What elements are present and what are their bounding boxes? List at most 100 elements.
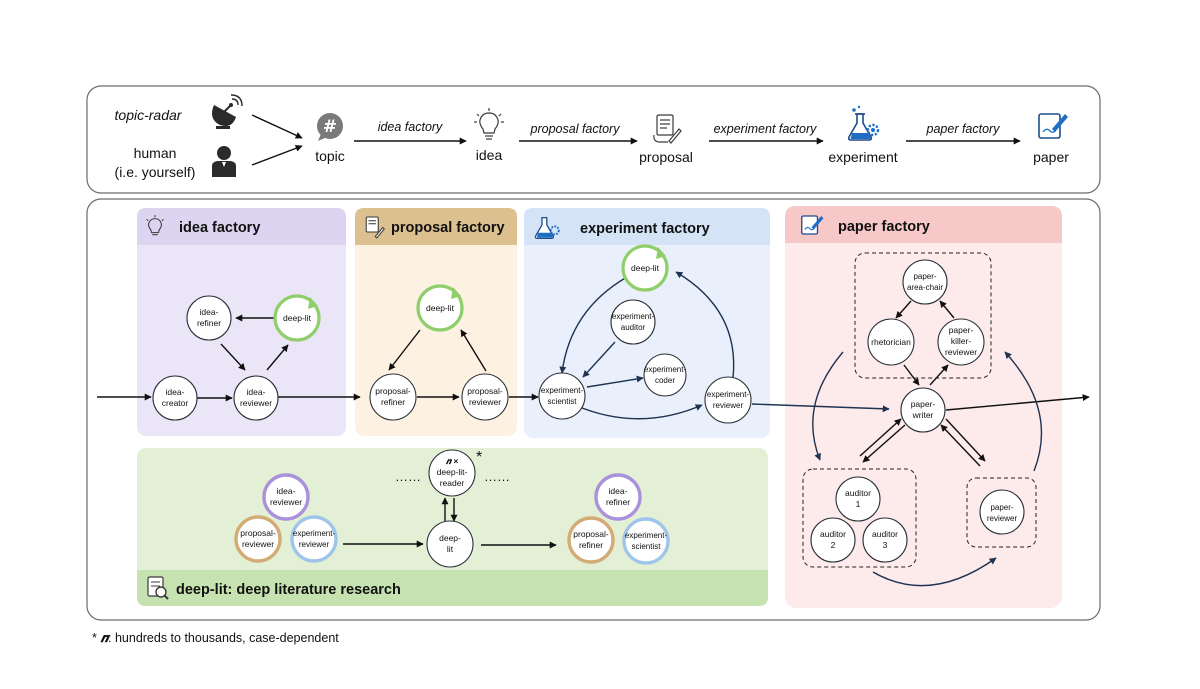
edge-radar-topic xyxy=(251,114,303,139)
svg-text:deep-lit-: deep-lit- xyxy=(437,467,468,477)
svg-text:area-chair: area-chair xyxy=(907,283,943,292)
node-paper-killer-reviewer: paper- killer- reviewer xyxy=(937,318,985,366)
node-dl-experiment-scientist: experiment- scientist xyxy=(622,517,670,565)
svg-text:refiner: refiner xyxy=(606,497,630,507)
svg-text:𝒏 ×: 𝒏 × xyxy=(446,456,459,466)
svg-text:experiment-: experiment- xyxy=(707,390,750,399)
node-proposal-refiner: proposal- refiner xyxy=(369,373,417,421)
node-dl-idea-reviewer: idea- reviewer xyxy=(262,473,310,521)
reader-ellipsis-right: …… xyxy=(484,469,510,484)
svg-text:experiment-: experiment- xyxy=(625,531,668,540)
paper-pen-icon xyxy=(801,215,824,235)
stage-paper: paper xyxy=(1033,149,1069,165)
svg-text:paper-: paper- xyxy=(990,503,1013,512)
svg-text:experiment-: experiment- xyxy=(293,529,336,538)
svg-text:refiner: refiner xyxy=(579,540,603,550)
svg-text:experiment-: experiment- xyxy=(541,386,584,395)
node-idea-refiner: idea- refiner xyxy=(186,295,232,341)
node-dl-proposal-refiner: proposal- refiner xyxy=(567,516,615,564)
person-icon xyxy=(212,146,236,177)
svg-text:idea-: idea- xyxy=(609,486,628,496)
svg-text:auditor: auditor xyxy=(845,488,871,498)
experiment-factory-title: experiment factory xyxy=(580,221,710,237)
svg-text:*: * xyxy=(476,449,482,466)
edge-proposal-reviewer-deeplit xyxy=(460,329,487,372)
pipeline-label-paper-factory: paper factory xyxy=(926,122,1001,136)
edge-exp-scientist-reviewer xyxy=(576,404,703,420)
stage-proposal: proposal xyxy=(639,149,693,165)
edge-auditors-reviewer xyxy=(872,557,997,587)
edge-writer-auditors xyxy=(862,424,906,463)
reader-ellipsis-left: …… xyxy=(395,469,421,484)
footnote: * 𝒏: hundreds to thousands, case-depende… xyxy=(92,631,339,645)
svg-text:reviewer: reviewer xyxy=(242,539,274,549)
node-idea-reviewer: idea- reviewer xyxy=(233,375,279,421)
svg-text:proposal-: proposal- xyxy=(240,528,276,538)
node-dl-proposal-reviewer: proposal- reviewer xyxy=(234,515,282,563)
node-paper-area-chair: paper- area-chair xyxy=(902,259,948,305)
svg-text:auditor: auditor xyxy=(872,529,898,539)
hashtag-bubble-icon: # xyxy=(317,113,343,141)
svg-text:deep-: deep- xyxy=(439,533,461,543)
svg-text:1: 1 xyxy=(856,499,861,509)
topic-radar-label: topic-radar xyxy=(115,107,183,123)
paper-pen-icon xyxy=(1038,113,1068,139)
edge-writer-reviewer xyxy=(945,418,986,462)
svg-text:killer-: killer- xyxy=(951,336,971,346)
node-experiment-scientist: experiment- scientist xyxy=(538,372,586,420)
svg-text:idea-: idea- xyxy=(277,486,296,496)
node-rhetorician: rhetorician xyxy=(867,318,915,366)
node-auditor-3: auditor 3 xyxy=(862,517,908,563)
proposal-factory-title: proposal factory xyxy=(391,220,505,236)
idea-factory-panel: idea factory xyxy=(137,208,346,436)
node-proposal-reviewer: proposal- reviewer xyxy=(461,373,509,421)
edge-idea-reviewer-deeplit xyxy=(266,344,289,371)
svg-text:reviewer: reviewer xyxy=(713,401,744,410)
svg-text:auditor: auditor xyxy=(621,323,646,332)
node-deep-lit-reader: 𝒏 × deep-lit- reader * xyxy=(428,449,482,497)
edge-exp-scientist-coder xyxy=(586,375,644,388)
edge-exp-deeplit-scientist xyxy=(559,276,628,374)
svg-text:#: # xyxy=(323,117,337,137)
document-pen-icon xyxy=(653,114,682,144)
svg-text:3: 3 xyxy=(883,540,888,550)
paper-reviewer-group xyxy=(966,477,1037,548)
svg-text:deep-lit: deep-lit xyxy=(283,313,312,323)
edge-reviewer-writer xyxy=(940,424,981,467)
edge-exp-auditor-scientist xyxy=(582,341,616,378)
edge-proposal-deeplit-refiner xyxy=(388,329,421,371)
svg-text:scientist: scientist xyxy=(632,542,662,551)
svg-text:paper-: paper- xyxy=(949,325,974,335)
paper-factory-title: paper factory xyxy=(838,219,930,235)
node-auditor-1: auditor 1 xyxy=(835,476,881,522)
stage-experiment: experiment xyxy=(828,149,897,165)
svg-text:proposal-: proposal- xyxy=(573,529,609,539)
svg-text:experiment-: experiment- xyxy=(644,365,687,374)
svg-text:idea-: idea- xyxy=(247,387,266,397)
node-experiment-coder: experiment- coder xyxy=(643,353,687,397)
svg-text:reviewer: reviewer xyxy=(299,540,330,549)
svg-text:auditor: auditor xyxy=(820,529,846,539)
edge-review-group-auditors xyxy=(812,351,844,461)
auditor-group xyxy=(802,468,917,568)
svg-text:reviewer: reviewer xyxy=(240,398,272,408)
pipeline-label-idea-factory: idea factory xyxy=(378,120,443,134)
node-auditor-2: auditor 2 xyxy=(810,517,856,563)
pipeline-label-experiment-factory: experiment factory xyxy=(714,122,818,136)
node-experiment-deeplit: deep-lit xyxy=(621,244,669,292)
svg-text:proposal-: proposal- xyxy=(467,386,503,396)
edge-reviewer-review-group xyxy=(1004,351,1043,472)
svg-text:proposal-: proposal- xyxy=(375,386,411,396)
edge-human-topic xyxy=(251,144,303,166)
svg-text:reviewer: reviewer xyxy=(987,514,1018,523)
lightbulb-icon xyxy=(474,108,504,140)
svg-text:reviewer: reviewer xyxy=(469,397,501,407)
flask-gear-icon xyxy=(847,105,880,141)
lightbulb-icon xyxy=(146,215,164,236)
pipeline-label-proposal-factory: proposal factory xyxy=(530,122,621,136)
edge-areachair-rhetorician xyxy=(895,300,912,319)
svg-text:creator: creator xyxy=(162,398,189,408)
edge-exp-to-paper-writer xyxy=(751,403,890,413)
svg-text:rhetorician: rhetorician xyxy=(871,337,911,347)
paper-review-group xyxy=(854,252,992,379)
